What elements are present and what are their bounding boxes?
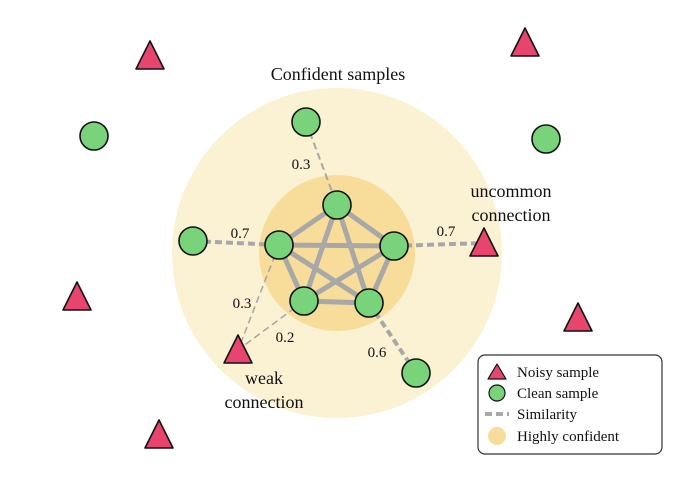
edge-weight-weak-a: 0.3	[233, 296, 252, 312]
noisy-sample-node	[563, 302, 593, 332]
clean-sample-legend-icon	[488, 384, 506, 402]
clean-sample-node	[178, 226, 208, 256]
legend: Noisy sample Clean sample Similarity Hig…	[477, 354, 663, 455]
noisy-sample-node	[510, 27, 540, 57]
edge-solid	[276, 242, 372, 306]
clean-sample-node	[79, 121, 109, 151]
clean-sample-node	[289, 286, 319, 316]
clean-sample-node	[379, 231, 409, 261]
edge-solid	[276, 242, 397, 249]
edge-weight-right: 0.7	[437, 224, 456, 240]
clean-sample-node	[264, 230, 294, 260]
annotation-weak-line2: connection	[225, 392, 304, 412]
edge-weight-weak-b: 0.2	[276, 330, 295, 346]
edge-right-outer	[393, 241, 485, 248]
edge-weight-top: 0.3	[292, 157, 311, 173]
noisy-sample-node	[223, 334, 253, 364]
clean-sample-node	[401, 358, 431, 388]
legend-label-similarity: Similarity	[517, 407, 578, 423]
noisy-sample-node	[62, 281, 92, 311]
edge-solid	[301, 202, 340, 304]
legend-label-confident: Highly confident	[517, 429, 620, 445]
clean-samples	[79, 107, 561, 388]
noisy-sample-node	[144, 419, 174, 449]
edge-solid	[334, 202, 372, 306]
annotation-uncommon-line2: connection	[472, 205, 551, 225]
edge-weak-a	[237, 244, 280, 351]
noisy-samples	[62, 27, 593, 449]
diagram-title: Confident samples	[271, 64, 405, 84]
noisy-sample-node	[135, 40, 165, 70]
legend-label-clean: Clean sample	[517, 386, 599, 402]
clean-sample-node	[322, 190, 352, 220]
legend-label-noisy: Noisy sample	[517, 365, 599, 381]
edge-solid	[301, 243, 397, 304]
clean-sample-node	[291, 107, 321, 137]
legend-box	[477, 354, 663, 455]
noisy-sample-node	[469, 227, 499, 257]
clean-sample-node	[531, 124, 561, 154]
confident-legend-icon	[488, 427, 506, 445]
noisy-sample-legend-icon	[487, 363, 507, 380]
annotation-weak-line1: weak	[245, 368, 283, 388]
annotation-uncommon-line1: uncommon	[471, 181, 552, 201]
edge-weight-bottom-right: 0.6	[368, 345, 387, 361]
clean-sample-node	[354, 288, 384, 318]
edge-weight-left: 0.7	[231, 226, 250, 242]
